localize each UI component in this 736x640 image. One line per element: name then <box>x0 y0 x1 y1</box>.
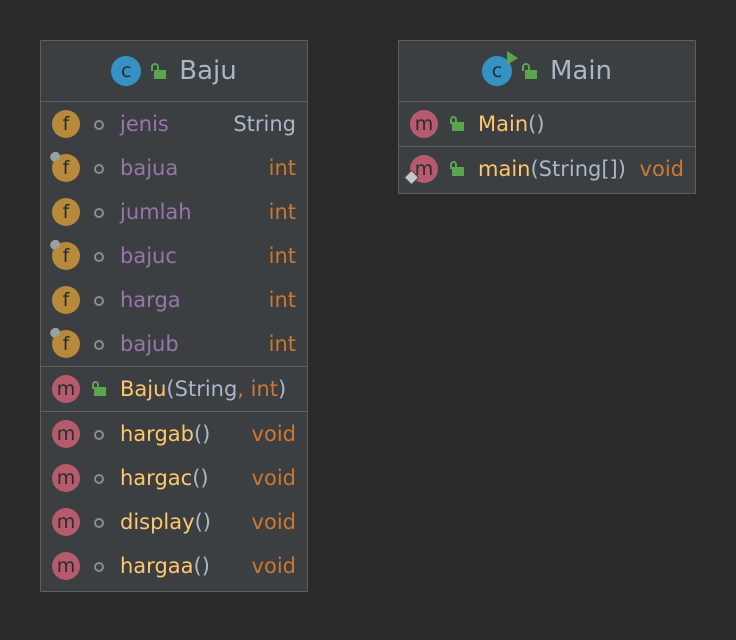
field-name: harga <box>120 288 181 312</box>
public-lock-icon <box>521 63 537 79</box>
method-signature: hargab() <box>120 422 211 446</box>
package-private-icon <box>94 518 104 528</box>
method-return-type: void <box>639 157 684 181</box>
field-icon: f <box>48 237 80 270</box>
field-name: jenis <box>120 112 169 136</box>
package-private-icon <box>94 340 104 350</box>
method-row[interactable]: m hargaa() void <box>41 544 307 588</box>
class-title: Main <box>549 56 613 86</box>
method-icon: m <box>52 464 80 492</box>
pin-icon <box>48 149 62 164</box>
method-return-type: void <box>251 510 296 534</box>
field-name: jumlah <box>120 200 192 224</box>
method-icon: m <box>403 155 438 186</box>
package-private-icon <box>94 430 104 440</box>
package-private-icon <box>94 164 104 174</box>
field-row[interactable]: f bajub int <box>41 322 307 366</box>
constructor-row[interactable]: m Baju(String, int) <box>41 366 307 411</box>
class-main[interactable]: c Main m Main() m main(String[]) void <box>398 40 696 194</box>
method-icon: m <box>52 420 80 448</box>
method-return-type: void <box>251 466 296 490</box>
package-private-icon <box>94 562 104 572</box>
method-icon: m <box>52 508 80 536</box>
field-row[interactable]: f jenis String <box>41 102 307 146</box>
field-icon: f <box>48 325 80 358</box>
field-icon: f <box>52 110 80 138</box>
constructor-signature: Main() <box>478 112 545 136</box>
method-row[interactable]: m hargab() void <box>41 411 307 456</box>
method-signature: hargaa() <box>120 554 210 578</box>
class-header[interactable]: c Main <box>399 41 695 102</box>
field-icon: f <box>52 286 80 314</box>
package-private-icon <box>94 252 104 262</box>
method-icon: m <box>52 375 80 403</box>
field-type: String <box>233 112 296 136</box>
field-row[interactable]: f bajuc int <box>41 234 307 278</box>
method-return-type: void <box>251 422 296 446</box>
public-lock-icon <box>91 381 106 396</box>
field-type: int <box>268 288 296 312</box>
method-return-type: void <box>251 554 296 578</box>
field-type: int <box>268 200 296 224</box>
field-type: int <box>268 156 296 180</box>
constructor-row[interactable]: m Main() <box>399 102 695 146</box>
field-type: int <box>268 244 296 268</box>
run-icon <box>506 51 518 65</box>
method-row[interactable]: m hargac() void <box>41 456 307 500</box>
public-lock-icon <box>449 116 464 131</box>
method-row[interactable]: m main(String[]) void <box>399 146 695 191</box>
pin-icon <box>48 325 62 340</box>
package-private-icon <box>94 208 104 218</box>
method-signature: display() <box>120 510 211 534</box>
field-row[interactable]: f jumlah int <box>41 190 307 234</box>
field-icon: f <box>52 198 80 226</box>
class-header[interactable]: c Baju <box>41 41 307 102</box>
package-private-icon <box>94 296 104 306</box>
static-icon <box>403 169 420 186</box>
method-signature: main(String[]) <box>478 157 626 181</box>
public-lock-icon <box>449 161 464 176</box>
field-row[interactable]: f bajua int <box>41 146 307 190</box>
pin-icon <box>48 237 62 252</box>
method-signature: hargac() <box>120 466 209 490</box>
class-title: Baju <box>179 56 237 86</box>
method-icon: m <box>52 552 80 580</box>
field-row[interactable]: f harga int <box>41 278 307 322</box>
runnable-class-icon: c <box>481 51 518 86</box>
field-name: bajub <box>120 332 179 356</box>
field-type: int <box>268 332 296 356</box>
package-private-icon <box>94 474 104 484</box>
class-baju[interactable]: c Baju f jenis String f bajua int f juml… <box>40 40 308 592</box>
field-name: bajuc <box>120 244 177 268</box>
field-name: bajua <box>120 156 179 180</box>
package-private-icon <box>94 120 104 130</box>
public-lock-icon <box>151 63 167 79</box>
field-icon: f <box>48 149 80 182</box>
constructor-signature: Baju(String, int) <box>120 377 287 401</box>
class-icon: c <box>111 56 142 86</box>
method-row[interactable]: m display() void <box>41 500 307 544</box>
method-icon: m <box>410 110 438 138</box>
